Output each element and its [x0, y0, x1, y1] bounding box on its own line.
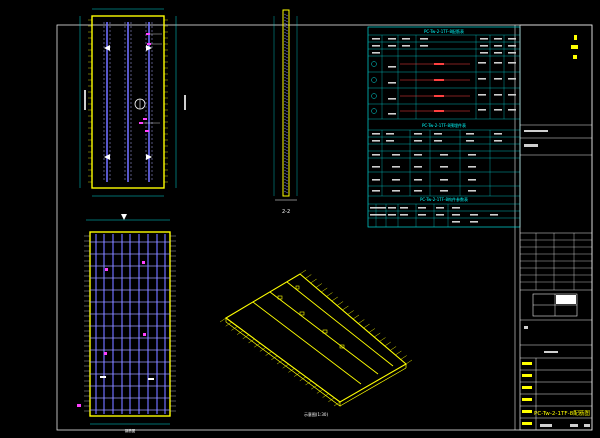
plan-label: 钢筋图 [125, 428, 136, 433]
drawing-code: PC-Tw-2-1TF-8配筋图 [534, 409, 590, 417]
axonometric-label: 示意图(1:30) [304, 411, 329, 417]
axonometric-view: 示意图(1:30) [219, 269, 413, 417]
section-view-2-2: 2-2 [273, 9, 298, 215]
rebar-plan-view: 钢筋图 [77, 214, 176, 433]
table-1-title: PC-Tw-2-1TF-8配筋表 [424, 28, 464, 34]
elevation-view [79, 8, 186, 197]
title-block: PC-Tw-2-1TF-8配筋图 [519, 24, 593, 431]
table-2-title: PC-Tw-2-1TF-8预埋件表 [422, 122, 466, 128]
section-label: 2-2 [282, 209, 290, 215]
schedule-tables: PC-Tw-2-1TF-8配筋表 PC-Tw-2-1TF-8预埋件表 PC-Tw… [367, 26, 521, 228]
table-3-title: PC-Tw-2-1TF-8构件参数表 [420, 196, 468, 202]
